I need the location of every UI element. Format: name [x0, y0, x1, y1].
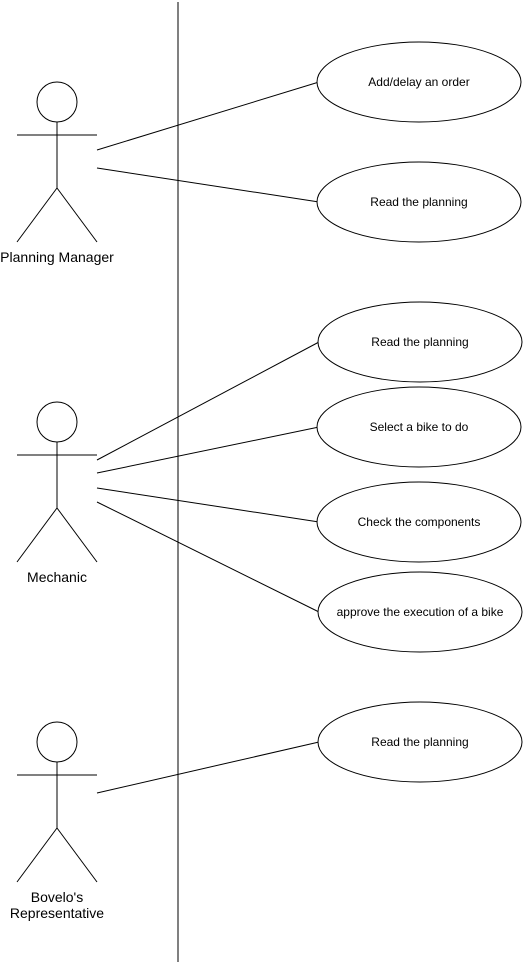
use-case-ellipse [317, 301, 523, 383]
associations [96, 81, 320, 794]
actor-head-icon [36, 721, 78, 763]
actor-left-leg [16, 187, 58, 243]
use-case-label: Read the planning [371, 735, 468, 749]
use-case-select-bike[interactable]: Select a bike to do [316, 386, 522, 468]
association-mechanic-check-components [96, 487, 320, 523]
use-case-check-components[interactable]: Check the components [316, 481, 522, 563]
association-mechanic-approve-execution [96, 501, 320, 613]
actor-left-leg [16, 827, 58, 883]
use-case-label: Check the components [358, 515, 481, 529]
use-case-ellipse [316, 41, 522, 123]
actor-right-leg [56, 187, 98, 243]
association-mechanic-read-planning [96, 341, 320, 461]
actor-label-mechanic: Mechanic [27, 569, 87, 585]
actor-label-bovelo-line2: Representative [10, 905, 104, 921]
use-case-label: Add/delay an order [368, 75, 469, 89]
actor-label-bovelo-line1: Bovelo's [31, 889, 83, 905]
association-representative-read-planning [96, 741, 320, 794]
actor-label-planning-manager: Planning Manager [0, 249, 114, 265]
use-case-ellipse [316, 161, 522, 243]
association-planning-manager-add-delay-order [96, 81, 320, 151]
use-case-ellipse [316, 386, 522, 468]
actor-right-leg [56, 507, 98, 563]
actor-bovelo-representative[interactable]: Bovelo's Representative [10, 721, 104, 921]
use-case-label: Select a bike to do [370, 420, 469, 434]
use-case-label: Read the planning [371, 335, 468, 349]
use-case-ellipse [316, 481, 522, 563]
use-case-add-delay-order[interactable]: Add/delay an order [316, 41, 522, 123]
association-planning-manager-read-planning [96, 167, 320, 203]
use-case-label: approve the execution of a bike [337, 605, 504, 619]
use-case-label: Read the planning [370, 195, 467, 209]
actor-head-icon [36, 401, 78, 443]
use-case-ellipse [317, 701, 523, 783]
use-case-ellipse [317, 571, 523, 653]
actor-left-leg [16, 507, 58, 563]
actor-planning-manager[interactable]: Planning Manager [0, 81, 114, 265]
actor-head-icon [36, 81, 78, 123]
use-case-approve-execution[interactable]: approve the execution of a bike [317, 571, 523, 653]
association-mechanic-select-bike [96, 426, 320, 474]
use-case-read-planning-manager[interactable]: Read the planning [316, 161, 522, 243]
actor-right-leg [56, 827, 98, 883]
actor-mechanic[interactable]: Mechanic [16, 401, 98, 585]
use-case-read-planning-representative[interactable]: Read the planning [317, 701, 523, 783]
use-case-read-planning-mechanic[interactable]: Read the planning [317, 301, 523, 383]
